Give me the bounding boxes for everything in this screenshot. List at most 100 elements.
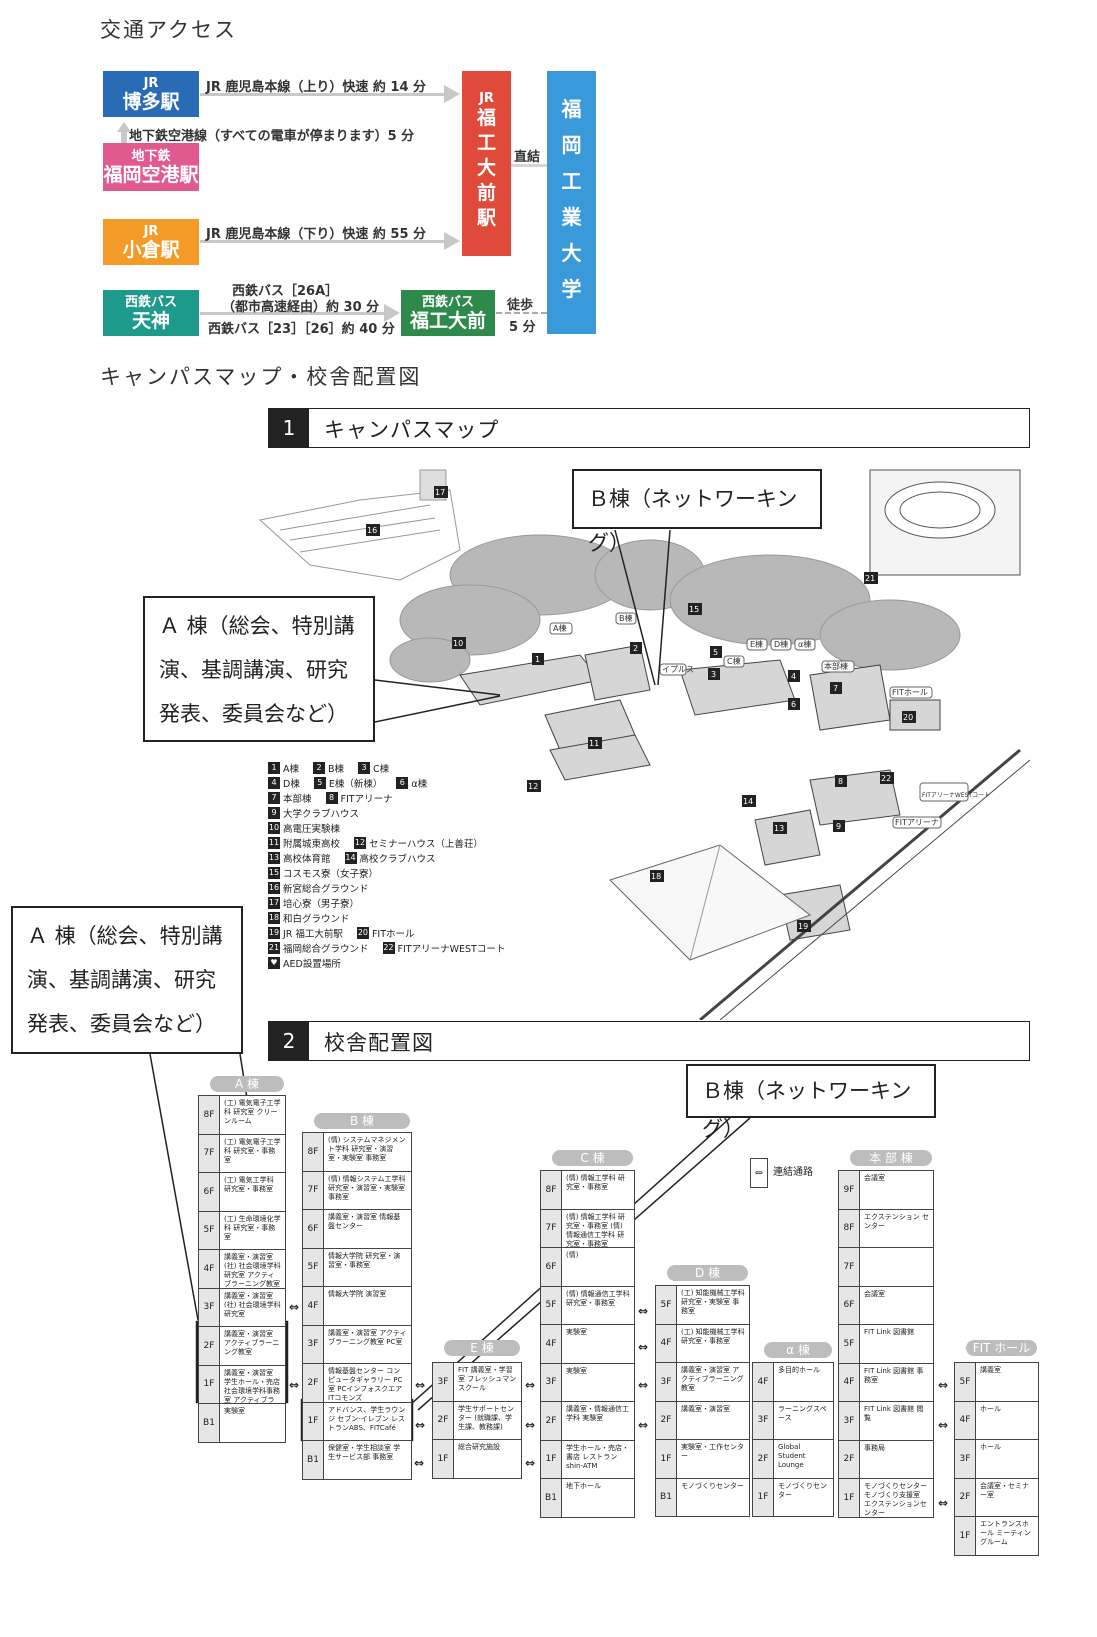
map-tags: A棟 B棟 E棟 D棟 α棟 C棟 本部棟 FITホール イプルス FITアリー…: [549, 612, 990, 829]
floor-contents: 講義室・演習室: [681, 1404, 730, 1413]
university-char-4: 大: [561, 241, 582, 265]
svg-text:3: 3: [711, 670, 716, 679]
floor-contents: 会議室: [864, 1174, 885, 1182]
floor-contents: エントランスホール ミーティングルーム: [980, 1520, 1031, 1546]
legend-text: 新宮総合グラウンド: [283, 883, 369, 895]
floor-contents: 会議室: [864, 1289, 885, 1298]
campus-map: 1 2 3 4 5 6 7 8 9 10 11 12 13 14 15 16 1…: [258, 469, 1030, 1020]
buildings: [459, 644, 941, 941]
legend-text: α棟: [411, 778, 428, 790]
floor-row-a: 7F(工) 電気電子工学科 研究室・事務室: [198, 1133, 286, 1173]
legend-number: 1: [268, 761, 280, 774]
legend-text: 高電圧実験棟: [283, 823, 341, 835]
legend-number: 11: [268, 836, 280, 849]
legend-number: 21: [268, 941, 280, 954]
station-fit: JR 福 工 大 前 駅: [462, 71, 511, 256]
floor-number: 3F: [753, 1401, 774, 1439]
section-campus-map-bar: 1 キャンパスマップ: [268, 408, 1030, 448]
connector-arrow-icon: ⇔: [938, 1378, 949, 1392]
floor-number: 1F: [433, 1440, 454, 1478]
station-tenjin-line2: 天神: [131, 309, 170, 332]
section-num-2: 2: [269, 1022, 309, 1060]
floor-number: B1: [199, 1404, 220, 1442]
floor-contents: 講義室・演習室 学生ホール・売店 社会環境学科事務室 アクティブラーニング教室: [224, 1368, 280, 1404]
floor-contents: (工) 知能機械工学科 研究室・事務室: [681, 1327, 745, 1345]
legend-text: C棟: [373, 763, 390, 775]
callout-b-layout: Ｂ棟（ネットワーキング）: [686, 1064, 936, 1141]
svg-text:21: 21: [865, 574, 875, 583]
svg-text:9: 9: [836, 822, 841, 831]
route-line-hakata: [200, 93, 445, 96]
floor-row-c: 8F(情) 情報工学科 研究室・事務室: [540, 1170, 635, 1210]
floor-contents: 地下ホール: [566, 1482, 601, 1490]
floor-contents: Global Student Lounge: [778, 1443, 806, 1469]
station-fit-char-2: 工: [476, 132, 496, 154]
floor-contents: [860, 1248, 868, 1286]
floor-number: 2F: [303, 1364, 324, 1402]
section-title-2: 校舎配置図: [324, 1031, 434, 1055]
legend-number: 22: [382, 941, 395, 954]
legend-text: コスモス寮（女子寮）: [283, 868, 379, 880]
station-fit-char-5: 駅: [476, 207, 496, 229]
connector-arrow-icon: ⇔: [289, 1378, 300, 1392]
floor-contents: (工) 電気電子工学科 研究室・事務室: [224, 1137, 281, 1164]
legend-text: A棟: [283, 763, 299, 775]
floor-contents: FIT Link 図書館: [864, 1328, 915, 1336]
floor-number: 5F: [303, 1248, 324, 1286]
stop-fitbus-line1: 西鉄バス: [421, 294, 474, 310]
floor-number: 2F: [433, 1401, 454, 1439]
svg-text:4: 4: [791, 672, 796, 681]
callout-a-layout: Ａ 棟（総会、特別講演、基調講演、研究発表、委員会など）: [11, 906, 243, 1054]
floor-contents: 講義室・情報通信工学科 実験室: [566, 1405, 629, 1422]
connector-arrow-icon: ⇔: [415, 1418, 426, 1432]
svg-text:15: 15: [689, 605, 699, 614]
floor-number: 5F: [839, 1325, 860, 1363]
connector-arrow-icon: ⇔: [289, 1300, 300, 1314]
map-tag-plaza: イプルス: [662, 665, 694, 674]
floor-number: B1: [303, 1441, 324, 1479]
access-heading: 交通アクセス: [100, 18, 237, 42]
legend-number: 7: [268, 791, 280, 804]
connector-arrow-icon: ⇔: [638, 1340, 649, 1354]
floor-number: 5F: [541, 1286, 562, 1324]
floor-contents: モノづくりセンター モノづくり支援室 エクステンションセンター: [864, 1482, 927, 1517]
floor-number: 7F: [199, 1134, 220, 1172]
floor-contents: (工) 電気電子工学科 研究室 クリーンルーム: [224, 1099, 281, 1125]
floor-number: 9F: [839, 1171, 860, 1209]
floor-contents: 保健室・学生相談室 学生サービス部 事務室: [328, 1444, 401, 1461]
route-arrow-bus: [384, 304, 400, 322]
map-tag-e: E棟: [750, 639, 763, 649]
connector-arrow-icon: ⇔: [415, 1378, 426, 1392]
floor-number: 8F: [839, 1209, 860, 1247]
connector-legend: 連結通路: [773, 1167, 813, 1178]
station-tenjin-line1: 西鉄バス: [124, 294, 177, 310]
floor-row-a: 5F(工) 生命環境化学科 研究室・事務室: [198, 1210, 286, 1250]
university-char-3: 業: [561, 205, 582, 229]
legend-number: 15: [268, 866, 280, 879]
floor-contents: 講義室・演習室 アクティブラーニング教室: [224, 1330, 280, 1356]
legend-text: D棟: [283, 778, 300, 790]
route-line-bus: [200, 312, 385, 315]
floor-number: 3F: [433, 1363, 454, 1401]
